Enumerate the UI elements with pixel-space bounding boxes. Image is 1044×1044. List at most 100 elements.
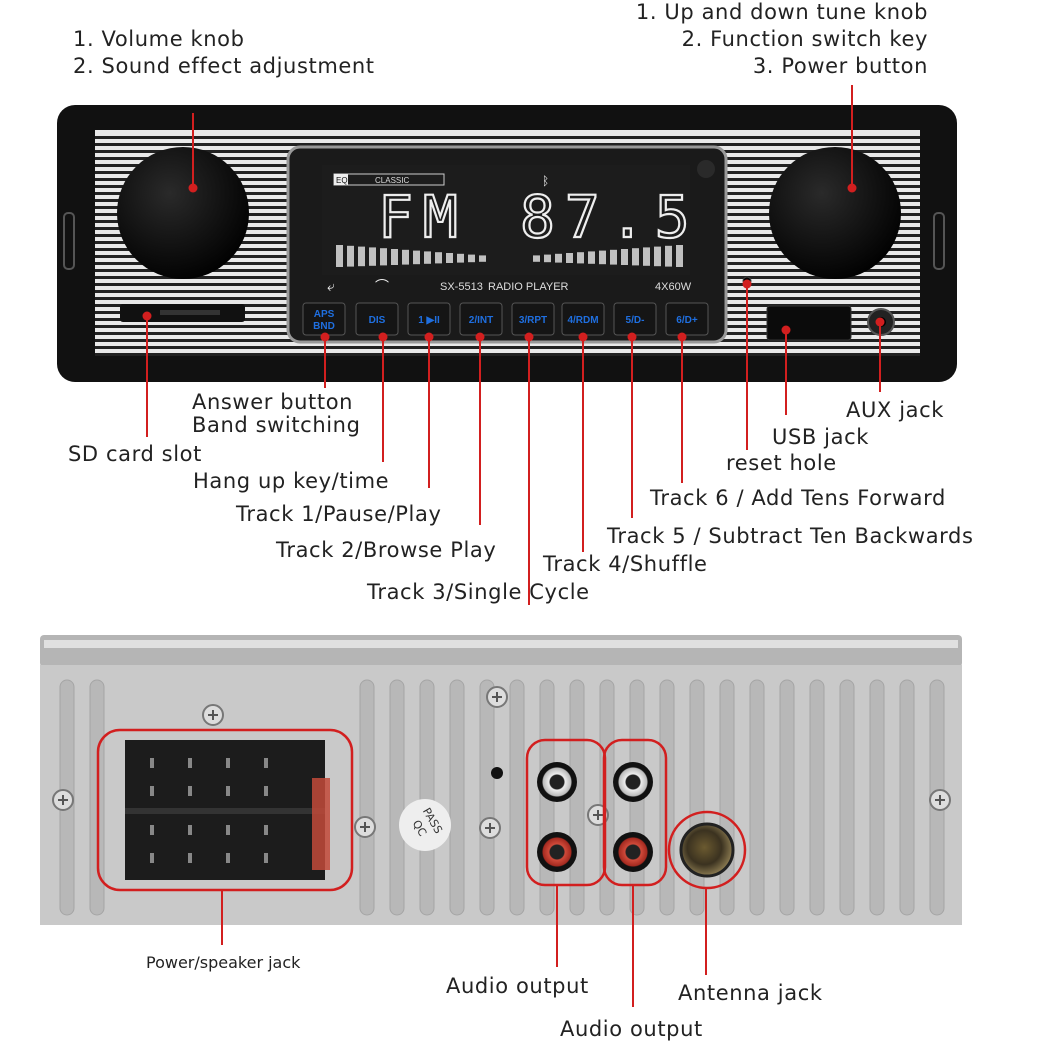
label-track5: Track 5 / Subtract Ten Backwards: [606, 524, 974, 548]
sd-slot-opening: [160, 310, 220, 315]
front-callout-lines: [142, 85, 885, 605]
label-hang-up: Hang up key/time: [193, 469, 389, 493]
spectrum-bar: [544, 254, 551, 263]
heatsink-rib: [779, 679, 795, 916]
qc-sticker: [399, 799, 451, 851]
preset-button-2[interactable]: [355, 302, 399, 336]
callout-usb-dot: [781, 325, 791, 335]
spectrum-bar: [435, 252, 442, 264]
connector-pins: [125, 758, 325, 863]
spectrum-bar: [643, 247, 650, 266]
spectrum-bar: [588, 251, 595, 264]
rca-right-red-1[interactable]: [537, 832, 577, 872]
rear-top-strip: [44, 640, 958, 648]
front-panel: EQ CLASSIC ᛒ FM 87.5 ⤶ ⌒ SX-5513 RADIO P…: [57, 105, 957, 382]
rca-left-white-1[interactable]: [537, 762, 577, 802]
rear-panel: PASS QC: [40, 635, 962, 925]
label-track4: Track 4/Shuffle: [542, 552, 708, 576]
label-power-speaker-jack: Power/speaker jack: [146, 953, 301, 972]
screws: [52, 686, 951, 839]
button-label: 1 ▶II: [418, 315, 440, 326]
label-sound-effect: 2. Sound effect adjustment: [73, 54, 375, 78]
connector-pin: [264, 786, 268, 796]
callout-button-6-dot: [677, 332, 687, 342]
spectrum-bar: [566, 253, 573, 263]
heatsink-rib: [749, 679, 765, 916]
rca-right-red-2[interactable]: [613, 832, 653, 872]
spectrum-bar: [599, 250, 606, 265]
spectrum-bar: [665, 245, 672, 267]
fuse: [312, 778, 330, 870]
callout-button-2-dot: [475, 332, 485, 342]
connector-pin: [226, 825, 230, 835]
label-usb-jack: USB jack: [772, 425, 869, 449]
connector-pin: [188, 853, 192, 863]
spectrum-bar: [391, 249, 398, 265]
rear-callout-labels: Power/speaker jack Audio output Antenna …: [146, 953, 823, 1041]
spectrum-bar: [533, 255, 540, 262]
screw-slot: [485, 823, 495, 833]
button-label-bottom: BND: [313, 321, 335, 332]
label-audio-output-1: Audio output: [446, 974, 589, 998]
spectrum-bar: [380, 248, 387, 266]
rear-callout-lines: [221, 885, 707, 1007]
volume-knob[interactable]: [117, 147, 249, 279]
heatsink-rib: [869, 679, 885, 916]
screw-slot: [492, 692, 502, 702]
rca-left-white-2[interactable]: [613, 762, 653, 802]
label-answer-button: Answer button: [192, 390, 353, 414]
tune-knob[interactable]: [769, 147, 901, 279]
heatsink-rib: [809, 679, 825, 916]
usb-jack[interactable]: [766, 305, 852, 341]
label-band-switching: Band switching: [192, 413, 361, 437]
screw-slot: [593, 810, 603, 820]
heatsink-rib: [899, 679, 915, 916]
faceplate-stripe: [95, 346, 920, 349]
callout-sd-slot-dot: [142, 311, 152, 321]
spectrum-bar: [654, 246, 661, 267]
spectrum-bar: [347, 245, 354, 267]
spectrum-bar: [424, 251, 431, 264]
connector-pin: [226, 758, 230, 768]
power-rating: 4X60W: [655, 281, 692, 293]
button-label: 2/INT: [469, 315, 493, 326]
screw-slot: [360, 822, 370, 832]
button-label-top: APS: [314, 309, 335, 320]
antenna-jack[interactable]: [679, 822, 735, 878]
callout-reset-dot: [742, 279, 752, 289]
connector-pin: [150, 758, 154, 768]
heatsink-rib: [359, 679, 375, 916]
right-mount-clip: [933, 212, 945, 270]
label-antenna-jack: Antenna jack: [678, 981, 823, 1005]
callout-button-1-dot: [424, 332, 434, 342]
connector-pin: [188, 758, 192, 768]
spectrum-bar: [577, 252, 584, 264]
label-reset-hole: reset hole: [726, 451, 837, 475]
label-sd-card-slot: SD card slot: [68, 442, 202, 466]
left-mount-clip: [63, 212, 75, 270]
eq-tag: [334, 174, 348, 185]
label-track2: Track 2/Browse Play: [275, 538, 496, 562]
connector-pin: [226, 786, 230, 796]
heatsink-rib: [449, 679, 465, 916]
preset-button-8[interactable]: [665, 302, 709, 336]
heatsink-rib: [689, 679, 705, 916]
spectrum-bar: [402, 249, 409, 265]
button-label: 6/D+: [676, 315, 698, 326]
button-label: DIS: [369, 315, 386, 326]
label-tune-knob: 1. Up and down tune knob: [636, 0, 928, 24]
spectrum-bar: [621, 249, 628, 265]
mount-hole: [491, 767, 503, 779]
callout-volume-knob-dot: [188, 183, 198, 193]
callout-button-5-dot: [627, 332, 637, 342]
spectrum-bar: [446, 253, 453, 263]
callout-button-3-dot: [524, 332, 534, 342]
faceplate-stripe: [95, 136, 920, 139]
label-track1: Track 1/Pause/Play: [235, 502, 442, 526]
label-audio-output-2: Audio output: [560, 1017, 703, 1041]
display-title: RADIO PLAYER: [488, 281, 569, 293]
heatsink-rib: [569, 679, 585, 916]
label-function-switch: 2. Function switch key: [682, 27, 928, 51]
spectrum-bar: [632, 248, 639, 266]
